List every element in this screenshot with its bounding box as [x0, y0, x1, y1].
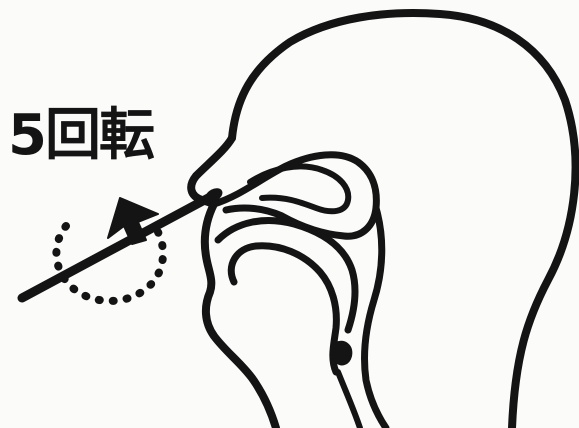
rotation-count-label: 5回転: [8, 103, 155, 168]
